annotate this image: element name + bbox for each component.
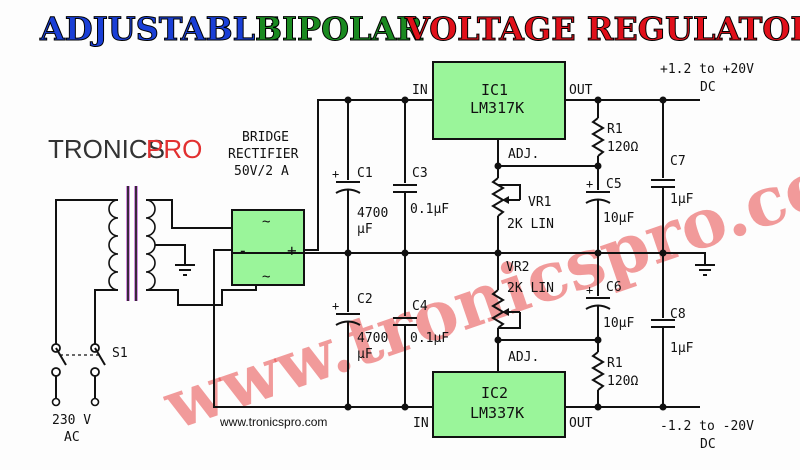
bridge-label-2: RECTIFIER bbox=[228, 147, 299, 162]
c2-value-2: µF bbox=[357, 347, 373, 362]
capacitor-c6 bbox=[585, 297, 611, 310]
r1-top-value: 120Ω bbox=[607, 140, 638, 155]
title-word-bipolar: BIPOLAR bbox=[255, 10, 423, 48]
c7-value: 1µF bbox=[670, 192, 694, 207]
c5-plus: + bbox=[586, 177, 593, 191]
c4-value: 0.1µF bbox=[410, 331, 449, 346]
c3-value: 0.1µF bbox=[410, 202, 449, 217]
capacitor-c7 bbox=[651, 179, 675, 188]
bridge-ac-top: ~ bbox=[262, 214, 270, 230]
bridge-ac-bottom: ~ bbox=[262, 269, 270, 285]
capacitor-c3 bbox=[393, 184, 417, 193]
mains-voltage-label: 230 V bbox=[52, 413, 91, 428]
ground-icon bbox=[175, 264, 195, 276]
resistor-r1-top bbox=[591, 117, 605, 157]
c8-label: C8 bbox=[670, 307, 686, 322]
c2-label: C2 bbox=[357, 292, 373, 307]
bridge-label-3: 50V/2 A bbox=[234, 164, 289, 179]
transformer bbox=[108, 186, 156, 301]
c7-label: C7 bbox=[670, 154, 686, 169]
ic2-adj-label: ADJ. bbox=[508, 350, 539, 365]
c6-label: C6 bbox=[606, 280, 622, 295]
r1-top-label: R1 bbox=[607, 122, 623, 137]
switch-s1 bbox=[51, 343, 106, 407]
ground-output-icon bbox=[695, 264, 715, 276]
capacitor-c2 bbox=[335, 313, 361, 326]
capacitor-c5 bbox=[585, 191, 611, 204]
positive-output-label: +1.2 to +20V bbox=[660, 62, 754, 77]
ic1-in-label: IN bbox=[412, 83, 428, 98]
ic1-part: LM317K bbox=[470, 99, 524, 117]
brand-tronics: TRONICS bbox=[48, 134, 165, 164]
bridge-label-1: BRIDGE bbox=[242, 130, 289, 145]
c1-value-2: µF bbox=[357, 222, 373, 237]
ic2-regulator: IC2 LM337K bbox=[432, 371, 566, 438]
ic1-regulator: IC1 LM317K bbox=[432, 61, 566, 140]
r1-bottom-value: 120Ω bbox=[607, 374, 638, 389]
vr2-label: VR2 bbox=[506, 260, 529, 275]
ic2-out-label: OUT bbox=[569, 416, 593, 431]
r1-bottom-label: R1 bbox=[607, 356, 623, 371]
s1-label: S1 bbox=[112, 346, 128, 361]
bridge-plus: + bbox=[287, 241, 297, 260]
ic2-in-label: IN bbox=[413, 416, 429, 431]
c5-label: C5 bbox=[606, 177, 622, 192]
c2-plus: + bbox=[332, 299, 339, 313]
vr2-value: 2K LIN bbox=[507, 281, 554, 296]
c5-value: 10µF bbox=[603, 211, 634, 226]
website-label: www.tronicspro.com bbox=[219, 415, 327, 429]
c6-value: 10µF bbox=[603, 316, 634, 331]
resistor-r1-bottom bbox=[591, 351, 605, 391]
ic1-label: IC1 bbox=[481, 81, 508, 99]
c3-label: C3 bbox=[412, 166, 428, 181]
mains-ac-label: AC bbox=[64, 430, 80, 445]
ic2-part: LM337K bbox=[470, 404, 524, 422]
ic2-label: IC2 bbox=[481, 384, 508, 402]
c4-label: C4 bbox=[412, 299, 428, 314]
c1-label: C1 bbox=[357, 166, 373, 181]
c1-value-1: 4700 bbox=[357, 206, 388, 221]
c2-value-1: 4700 bbox=[357, 331, 388, 346]
page-title: ADJUSTABLE BIPOLAR VOLTAGE REGULATOR bbox=[39, 10, 800, 49]
brand-pro: PRO bbox=[146, 134, 202, 164]
c1-plus: + bbox=[332, 167, 339, 181]
negative-dc-label: DC bbox=[700, 437, 716, 452]
ic1-adj-label: ADJ. bbox=[508, 147, 539, 162]
vr1-label: VR1 bbox=[528, 195, 551, 210]
c6-plus: + bbox=[586, 283, 593, 297]
capacitor-c1 bbox=[335, 181, 361, 194]
c8-value: 1µF bbox=[670, 341, 694, 356]
positive-dc-label: DC bbox=[700, 80, 716, 95]
title-word-adjustable: ADJUSTABLE bbox=[39, 10, 280, 48]
potentiometer-vr2 bbox=[491, 289, 505, 329]
bridge-rectifier: ~ ~ - + bbox=[231, 209, 305, 286]
negative-output-label: -1.2 to -20V bbox=[660, 419, 754, 434]
bridge-minus: - bbox=[238, 241, 248, 260]
title-word-voltage-regulator: VOLTAGE REGULATOR bbox=[404, 10, 800, 48]
vr1-value: 2K LIN bbox=[507, 217, 554, 232]
potentiometer-vr1 bbox=[491, 177, 505, 217]
brand-logo: TRONICS PRO bbox=[48, 134, 202, 164]
ic1-out-label: OUT bbox=[569, 83, 593, 98]
